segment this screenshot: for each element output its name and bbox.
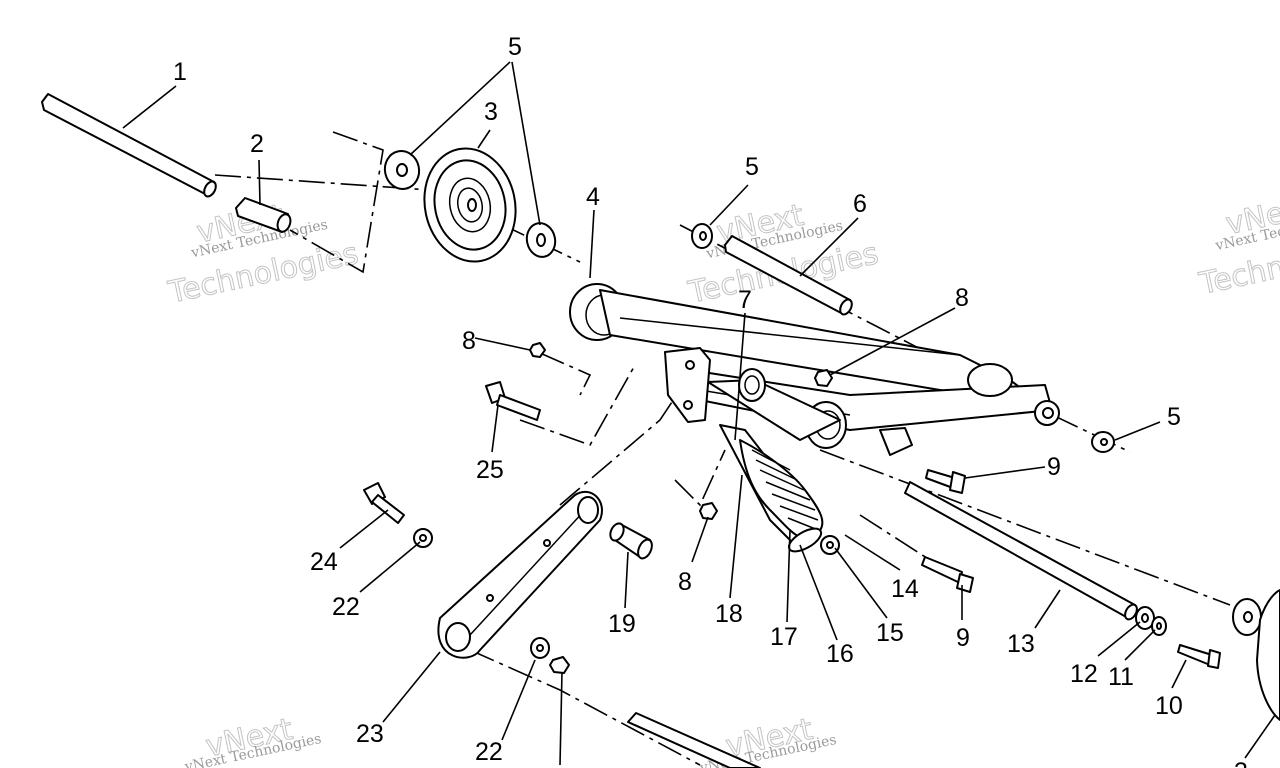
callout-3: 3 xyxy=(484,98,498,126)
callout-22a: 22 xyxy=(332,593,360,621)
bolt-part-9a xyxy=(925,469,966,494)
callout-13: 13 xyxy=(1007,630,1035,658)
callout-4: 4 xyxy=(586,183,600,211)
callout-8a: 8 xyxy=(462,327,476,355)
callout-9a: 9 xyxy=(1047,453,1061,481)
callout-23: 23 xyxy=(356,720,384,748)
centerline-nut-8-left xyxy=(539,352,592,396)
bushing-part-19 xyxy=(609,522,653,560)
shock-absorber-part-18 xyxy=(719,424,824,553)
callout-5a: 5 xyxy=(508,33,522,61)
centerline-nut-8-lower xyxy=(674,449,726,507)
callout-9b: 9 xyxy=(956,624,970,652)
suspension-arm-part-4 xyxy=(569,283,1060,456)
washer-part-22a xyxy=(413,528,433,548)
spacer-part-2 xyxy=(235,197,292,233)
callout-25: 25 xyxy=(476,456,504,484)
washer-part-11 xyxy=(1151,616,1167,636)
nut-part-8b xyxy=(814,369,833,387)
lower-shaft xyxy=(627,712,761,768)
shaft-part-6 xyxy=(724,235,853,316)
washer-part-5b xyxy=(525,222,557,258)
callout-2: 2 xyxy=(250,130,264,158)
callout-8c: 8 xyxy=(678,568,692,596)
callout-16: 16 xyxy=(826,640,854,668)
centerline-spacer-left xyxy=(289,131,384,274)
idler-wheel-right xyxy=(1232,589,1280,721)
callout-numbers: 1 2 3 5 4 5 6 7 8 8 5 9 25 24 22 8 19 18… xyxy=(173,33,1248,768)
callout-5b: 5 xyxy=(745,153,759,181)
nut-lower xyxy=(549,656,570,674)
callout-17: 17 xyxy=(770,623,798,651)
callout-15: 15 xyxy=(876,619,904,647)
washer-part-5d xyxy=(1091,431,1115,453)
callout-8b: 8 xyxy=(955,284,969,312)
callout-18: 18 xyxy=(715,600,743,628)
callout-1: 1 xyxy=(173,58,187,86)
bolt-part-25 xyxy=(485,381,541,421)
mounting-bracket-part-7 xyxy=(664,347,766,423)
watermark-left-bottom: vNext vNext Technologies xyxy=(183,711,323,768)
leader-lines xyxy=(122,61,1276,766)
centerline-bolt-9b xyxy=(859,514,931,561)
centerline-bolt-25 xyxy=(519,364,636,446)
callout-14: 14 xyxy=(891,575,919,603)
washer-part-5c xyxy=(691,223,713,249)
shaft-part-1 xyxy=(41,93,217,198)
callout-22b: 22 xyxy=(475,738,503,766)
centerline-lower-link xyxy=(469,649,701,766)
link-arm-part-23 xyxy=(437,490,603,659)
rod-part-13 xyxy=(904,481,1138,621)
callout-24: 24 xyxy=(310,548,338,576)
centerline-rear-shaft xyxy=(819,449,1231,606)
washer-part-12 xyxy=(1135,606,1155,630)
nut-part-8c xyxy=(699,502,718,520)
washer-part-5a xyxy=(383,150,421,190)
callout-6: 6 xyxy=(853,190,867,218)
washer-part-22b xyxy=(530,637,550,659)
idler-wheel-part-3 xyxy=(423,147,517,263)
callout-11: 11 xyxy=(1108,663,1134,691)
bolt-part-24 xyxy=(363,482,405,524)
watermark-right-top: vNext vNext Technologies Technologies xyxy=(1195,189,1280,302)
callout-5c: 5 xyxy=(1167,403,1181,431)
callout-19: 19 xyxy=(608,610,636,638)
callout-12: 12 xyxy=(1070,660,1098,688)
bolt-part-10 xyxy=(1177,644,1221,669)
callout-7: 7 xyxy=(738,286,752,314)
pivot-bushing-part-15 xyxy=(820,535,840,555)
bolt-part-9b xyxy=(921,556,974,593)
callout-10: 10 xyxy=(1155,692,1183,720)
callout-3b: 3 xyxy=(1234,758,1248,768)
